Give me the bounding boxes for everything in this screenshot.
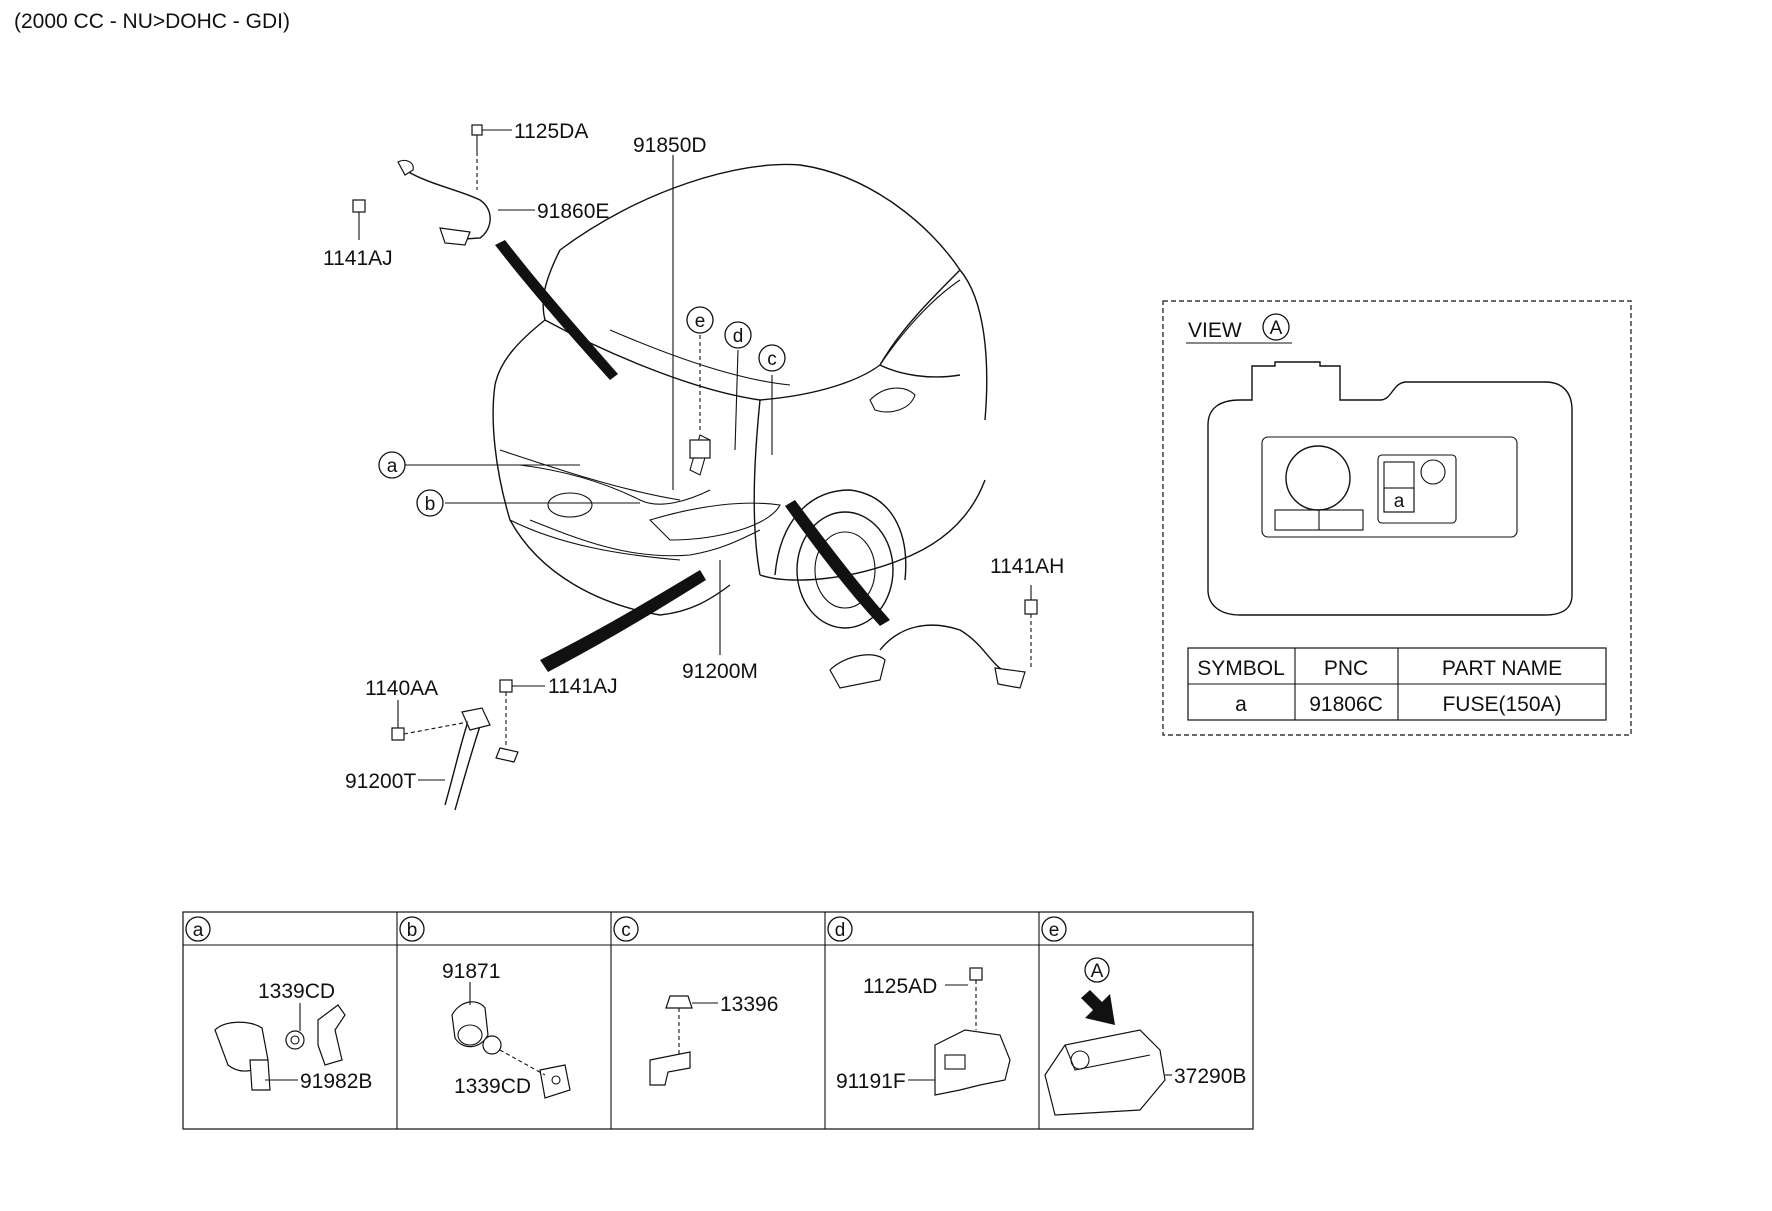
bolt-1141AJ-top bbox=[352, 199, 366, 240]
label-1141AJ-top: 1141AJ bbox=[323, 247, 393, 270]
detail-b-part-1: 91871 bbox=[442, 960, 500, 983]
svg-text:d: d bbox=[733, 326, 744, 347]
label-91200M: 91200M bbox=[682, 660, 758, 683]
label-91850D: 91850D bbox=[633, 134, 707, 157]
detail-strip bbox=[182, 911, 1254, 1130]
svg-text:e: e bbox=[695, 311, 706, 332]
detail-c-letter: c bbox=[621, 920, 631, 941]
cable-91860E bbox=[397, 159, 535, 246]
detail-e-part-1: 37290B bbox=[1174, 1065, 1246, 1088]
engine-title: (2000 CC - NU>DOHC - GDI) bbox=[14, 10, 290, 33]
view-title: VIEW bbox=[1188, 319, 1242, 342]
letter-callout-b: b bbox=[416, 489, 444, 517]
view-ref-letter: A bbox=[1270, 318, 1283, 339]
detail-b-part-2: 1339CD bbox=[454, 1075, 531, 1098]
bolt-1140AA bbox=[391, 700, 469, 741]
bolt-1141AJ-bottom bbox=[499, 679, 545, 745]
letter-callout-a: a bbox=[378, 451, 406, 479]
view-parts-table: SYMBOL PNC PART NAME a 91806C FUSE(150A) bbox=[1197, 657, 1562, 716]
detail-e-letter: e bbox=[1049, 920, 1060, 941]
svg-text:b: b bbox=[425, 494, 436, 515]
letter-callout-e: e bbox=[686, 306, 714, 334]
table-header-cell: SYMBOL bbox=[1197, 657, 1285, 680]
label-91200T: 91200T bbox=[345, 770, 416, 793]
bolt-1125DA bbox=[471, 124, 512, 190]
label-91860E: 91860E bbox=[537, 200, 609, 223]
engine-wiring bbox=[519, 434, 761, 557]
label-1125DA: 1125DA bbox=[514, 120, 588, 143]
detail-e: e A 37290B bbox=[1041, 916, 1246, 1116]
car-body-outline bbox=[492, 163, 988, 629]
svg-text:a: a bbox=[387, 456, 398, 477]
fuse-a-label: a bbox=[1394, 491, 1405, 512]
cable-1141AH bbox=[829, 585, 1038, 689]
detail-a-part-1: 1339CD bbox=[258, 980, 335, 1003]
table-cell: a bbox=[1235, 693, 1247, 716]
detail-e-view-ref: A bbox=[1091, 961, 1104, 982]
detail-c: c 13396 bbox=[613, 916, 778, 1086]
table-header-cell: PART NAME bbox=[1442, 657, 1562, 680]
harness-ribbons bbox=[495, 240, 890, 672]
table-cell: FUSE(150A) bbox=[1442, 693, 1561, 716]
detail-d-letter: d bbox=[835, 920, 846, 941]
label-1141AH: 1141AH bbox=[990, 555, 1064, 578]
detail-c-part-1: 13396 bbox=[720, 993, 778, 1016]
letter-callout-c: c bbox=[758, 344, 786, 372]
detail-d-part-2: 91191F bbox=[836, 1070, 906, 1093]
table-cell: 91806C bbox=[1309, 693, 1383, 716]
svg-text:c: c bbox=[767, 349, 777, 370]
cable-91200T bbox=[418, 707, 519, 811]
detail-a-part-2: 91982B bbox=[300, 1070, 372, 1093]
callout-leaders bbox=[405, 155, 773, 655]
label-1141AJ-bottom: 1141AJ bbox=[548, 675, 618, 698]
detail-d-part-1: 1125AD bbox=[863, 975, 937, 998]
detail-a: a 1339CD 91982B bbox=[185, 916, 372, 1093]
detail-b-letter: b bbox=[407, 920, 418, 941]
detail-d: d 1125AD 91191F bbox=[827, 916, 1011, 1096]
table-header-cell: PNC bbox=[1324, 657, 1368, 680]
label-1140AA: 1140AA bbox=[365, 677, 438, 700]
detail-a-letter: a bbox=[193, 920, 204, 941]
letter-callout-d: d bbox=[724, 321, 752, 349]
detail-b: b 91871 1339CD bbox=[399, 916, 571, 1099]
view-a-panel: VIEW A a bbox=[1162, 300, 1632, 736]
